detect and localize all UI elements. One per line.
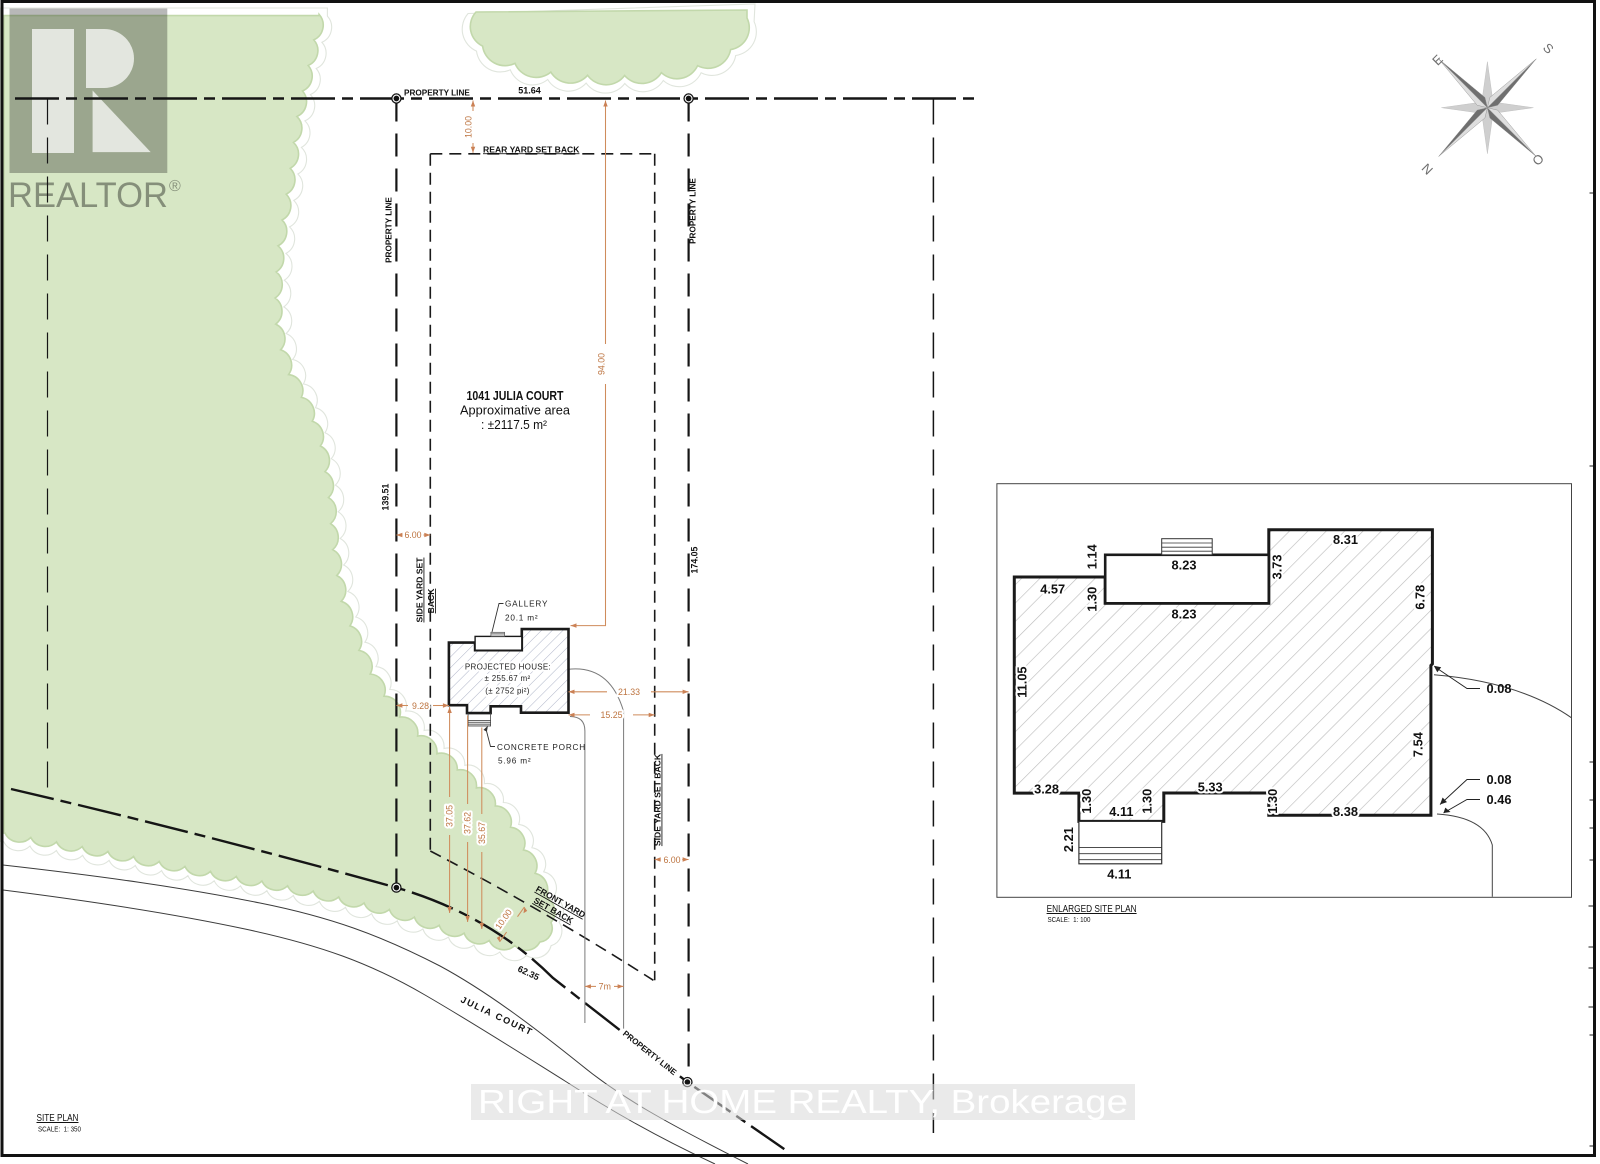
svg-text:8.31: 8.31 — [1333, 532, 1358, 547]
svg-text:PROPERTY LINE: PROPERTY LINE — [689, 178, 698, 244]
svg-text:35.67: 35.67 — [477, 822, 487, 844]
svg-text:PROPERTY LINE: PROPERTY LINE — [404, 89, 470, 98]
svg-text:0.08: 0.08 — [1487, 681, 1512, 696]
svg-text:REALTOR: REALTOR — [8, 175, 168, 215]
svg-text:1.30: 1.30 — [1140, 789, 1155, 814]
svg-text:0.46: 0.46 — [1487, 792, 1512, 807]
svg-text:PROPERTY LINE: PROPERTY LINE — [385, 197, 394, 263]
svg-text:RIGHT AT HOME REALTY, Brokerag: RIGHT AT HOME REALTY, Brokerage — [478, 1083, 1128, 1120]
svg-text:SITE PLAN: SITE PLAN — [37, 1113, 79, 1124]
svg-text:SCALE: 1: 100: SCALE: 1: 100 — [1048, 915, 1091, 924]
svg-text:15.25: 15.25 — [600, 710, 622, 720]
svg-text:4.57: 4.57 — [1040, 582, 1065, 597]
svg-text:1.14: 1.14 — [1085, 543, 1100, 569]
svg-text:94.00: 94.00 — [597, 353, 607, 375]
svg-text:REAR YARD SET BACK: REAR YARD SET BACK — [483, 144, 580, 154]
svg-text:PROJECTED HOUSE:: PROJECTED HOUSE: — [465, 663, 551, 672]
svg-text:4.11: 4.11 — [1109, 804, 1133, 819]
svg-text:: ±2117.5 m²: : ±2117.5 m² — [481, 417, 548, 432]
svg-text:3.28: 3.28 — [1034, 782, 1059, 797]
svg-text:174.05: 174.05 — [690, 546, 700, 573]
svg-text:3.73: 3.73 — [1269, 554, 1284, 579]
svg-text:7.54: 7.54 — [1410, 731, 1425, 757]
svg-text:8.23: 8.23 — [1172, 557, 1197, 572]
svg-text:20.1 m²: 20.1 m² — [505, 614, 538, 623]
svg-text:21.33: 21.33 — [618, 687, 640, 697]
svg-text:51.64: 51.64 — [518, 86, 541, 96]
svg-text:CONCRETE PORCH: CONCRETE PORCH — [497, 743, 586, 752]
svg-text:4.11: 4.11 — [1107, 866, 1131, 881]
svg-text:1041 JULIA COURT: 1041 JULIA COURT — [467, 389, 564, 403]
svg-text:± 255.67 m²: ± 255.67 m² — [485, 674, 531, 683]
svg-text:6.00: 6.00 — [404, 530, 421, 540]
svg-text:6.78: 6.78 — [1412, 585, 1427, 610]
svg-text:SIDE YARD SET: SIDE YARD SET — [415, 557, 425, 623]
svg-text:(± 2752 pi²): (± 2752 pi²) — [485, 687, 529, 696]
svg-text:5.96 m²: 5.96 m² — [498, 757, 531, 766]
svg-text:0.08: 0.08 — [1487, 772, 1512, 787]
svg-text:®: ® — [169, 178, 181, 195]
svg-text:139.51: 139.51 — [381, 483, 391, 510]
svg-text:GALLERY: GALLERY — [505, 600, 548, 609]
svg-text:7m: 7m — [599, 982, 611, 992]
svg-text:10.00: 10.00 — [464, 116, 474, 138]
svg-text:11.05: 11.05 — [1014, 666, 1029, 697]
svg-text:1.30: 1.30 — [1265, 789, 1280, 814]
svg-text:8.38: 8.38 — [1333, 804, 1358, 819]
svg-text:5.33: 5.33 — [1198, 780, 1223, 795]
svg-text:1.30: 1.30 — [1085, 587, 1100, 612]
svg-text:9.28: 9.28 — [412, 701, 429, 711]
svg-text:37.05: 37.05 — [445, 805, 455, 827]
svg-text:BACK: BACK — [426, 588, 436, 614]
svg-text:SCALE: 1: 350: SCALE: 1: 350 — [38, 1125, 81, 1134]
svg-text:37.62: 37.62 — [463, 812, 473, 834]
svg-text:8.23: 8.23 — [1172, 606, 1197, 621]
svg-text:1.30: 1.30 — [1079, 789, 1094, 814]
svg-text:SIDE YARD SET BACK: SIDE YARD SET BACK — [653, 753, 663, 846]
svg-text:Approximative area: Approximative area — [460, 403, 571, 418]
svg-text:2.21: 2.21 — [1061, 827, 1076, 852]
svg-text:6.00: 6.00 — [663, 855, 680, 865]
svg-text:ENLARGED SITE PLAN: ENLARGED SITE PLAN — [1047, 904, 1137, 915]
